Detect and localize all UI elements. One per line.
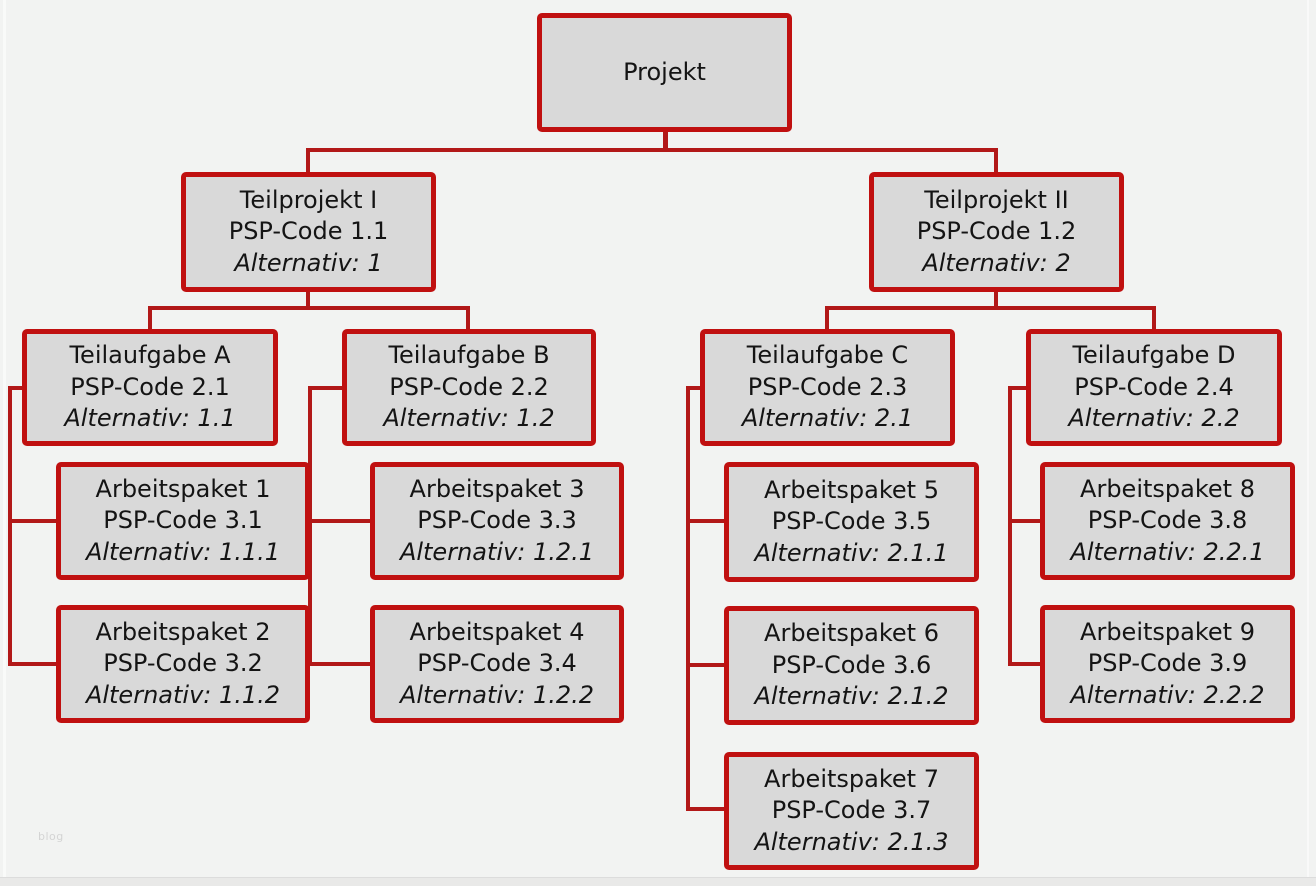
connector-ta-d-vertical [1008,386,1012,666]
connector-tp2-horizontal [825,306,1156,310]
node-title: Teilaufgabe B [388,341,550,370]
node-title: Teilaufgabe C [746,341,909,370]
node-teilprojekt-2: Teilprojekt II PSP-Code 1.2 Alternativ: … [869,172,1124,292]
connector-to-ap7 [686,807,724,811]
node-arbeitspaket-2: Arbeitspaket 2 PSP-Code 3.2 Alternativ: … [56,605,310,723]
node-psp-code: PSP-Code 3.9 [1087,649,1248,678]
node-teilaufgabe-c: Teilaufgabe C PSP-Code 2.3 Alternativ: 2… [700,329,955,446]
node-title: Teilaufgabe A [69,341,231,370]
node-psp-code: PSP-Code 3.1 [103,506,263,535]
node-title: Projekt [623,57,706,86]
node-alternativ: Alternativ: 2.1.1 [754,538,949,567]
node-psp-code: PSP-Code 3.8 [1087,506,1248,535]
connector-tp1-down [306,292,310,310]
node-projekt: Projekt [537,13,792,132]
node-psp-code: PSP-Code 3.4 [417,649,577,678]
connector-ta-d-elbow [1008,386,1026,390]
node-arbeitspaket-8: Arbeitspaket 8 PSP-Code 3.8 Alternativ: … [1040,462,1295,580]
node-title: Arbeitspaket 9 [1080,617,1255,646]
node-arbeitspaket-7: Arbeitspaket 7 PSP-Code 3.7 Alternativ: … [724,752,979,870]
node-arbeitspaket-9: Arbeitspaket 9 PSP-Code 3.9 Alternativ: … [1040,605,1295,723]
node-psp-code: PSP-Code 1.2 [916,217,1077,246]
node-title: Arbeitspaket 1 [95,474,271,503]
node-alternativ: Alternativ: 1.1 [64,404,236,433]
node-psp-code: PSP-Code 2.3 [747,372,908,401]
node-alternativ: Alternativ: 1.2.2 [399,680,595,709]
node-psp-code: PSP-Code 3.5 [771,507,932,536]
connector-to-teilaufgabe-d [1152,306,1156,329]
node-psp-code: PSP-Code 3.6 [771,650,932,679]
connector-to-ap5 [686,519,724,523]
connector-ta-c-vertical [686,386,690,811]
connector-to-ap8 [1008,519,1040,523]
blog-watermark: blog [38,830,64,843]
node-alternativ: Alternativ: 2.1 [741,404,914,433]
node-title: Teilaufgabe D [1072,341,1236,370]
connector-to-ap2 [8,662,56,666]
connector-ta-a-vertical [8,386,12,666]
node-alternativ: Alternativ: 1.1.2 [85,680,281,709]
node-alternativ: Alternativ: 2.2.2 [1070,680,1265,709]
node-title: Arbeitspaket 5 [764,475,939,504]
node-title: Arbeitspaket 3 [409,474,585,503]
node-title: Arbeitspaket 7 [764,764,939,793]
node-alternativ: Alternativ: 2.2.1 [1070,537,1265,566]
node-psp-code: PSP-Code 2.1 [70,372,230,401]
node-alternativ: Alternativ: 2.2 [1068,404,1240,433]
connector-tp2-down [994,292,998,310]
node-psp-code: PSP-Code 3.7 [771,796,932,825]
connector-to-ap1 [8,519,56,523]
node-title: Arbeitspaket 6 [764,619,939,648]
connector-to-teilprojekt-2 [994,148,998,172]
node-teilaufgabe-a: Teilaufgabe A PSP-Code 2.1 Alternativ: 1… [22,329,278,446]
connector-ta-b-vertical [308,386,312,666]
node-arbeitspaket-5: Arbeitspaket 5 PSP-Code 3.5 Alternativ: … [724,462,979,582]
right-edge-highlight [1307,0,1309,886]
node-alternativ: Alternativ: 1.2 [383,404,555,433]
node-psp-code: PSP-Code 3.3 [417,506,577,535]
node-alternativ: Alternativ: 1.1.1 [85,537,281,566]
connector-to-teilaufgabe-b [466,306,470,329]
connector-ta-b-elbow [308,386,342,390]
node-psp-code: PSP-Code 3.2 [103,649,263,678]
node-alternativ: Alternativ: 2 [922,248,1071,277]
connector-ta-a-elbow [8,386,22,390]
connector-to-ap4 [308,662,370,666]
node-alternativ: Alternativ: 1 [234,248,383,277]
node-arbeitspaket-4: Arbeitspaket 4 PSP-Code 3.4 Alternativ: … [370,605,624,723]
node-psp-code: PSP-Code 2.4 [1074,372,1234,401]
node-title: Teilprojekt II [924,185,1069,214]
node-alternativ: Alternativ: 2.1.2 [754,682,949,711]
footer-strip [0,877,1316,886]
node-arbeitspaket-1: Arbeitspaket 1 PSP-Code 3.1 Alternativ: … [56,462,310,580]
connector-to-teilaufgabe-a [148,306,152,329]
connector-to-teilaufgabe-c [825,306,829,329]
connector-tp1-horizontal [148,306,470,310]
node-title: Arbeitspaket 4 [409,617,585,646]
connector-to-ap9 [1008,662,1040,666]
node-teilaufgabe-d: Teilaufgabe D PSP-Code 2.4 Alternativ: 2… [1026,329,1282,446]
node-title: Teilprojekt I [239,185,378,214]
connector-to-teilprojekt-1 [306,148,310,172]
node-title: Arbeitspaket 8 [1080,474,1255,503]
connector-level1-horizontal [306,148,998,152]
node-teilprojekt-1: Teilprojekt I PSP-Code 1.1 Alternativ: 1 [181,172,436,292]
node-psp-code: PSP-Code 2.2 [389,372,549,401]
connector-to-ap3 [308,519,370,523]
node-alternativ: Alternativ: 1.2.1 [399,537,595,566]
connector-ta-c-elbow [686,386,700,390]
node-psp-code: PSP-Code 1.1 [228,217,389,246]
node-arbeitspaket-3: Arbeitspaket 3 PSP-Code 3.3 Alternativ: … [370,462,624,580]
connector-projekt-down [663,131,668,152]
connector-to-ap6 [686,663,724,667]
left-edge-highlight [3,0,6,886]
node-teilaufgabe-b: Teilaufgabe B PSP-Code 2.2 Alternativ: 1… [342,329,596,446]
node-title: Arbeitspaket 2 [95,617,271,646]
node-alternativ: Alternativ: 2.1.3 [754,827,949,856]
node-arbeitspaket-6: Arbeitspaket 6 PSP-Code 3.6 Alternativ: … [724,606,979,725]
